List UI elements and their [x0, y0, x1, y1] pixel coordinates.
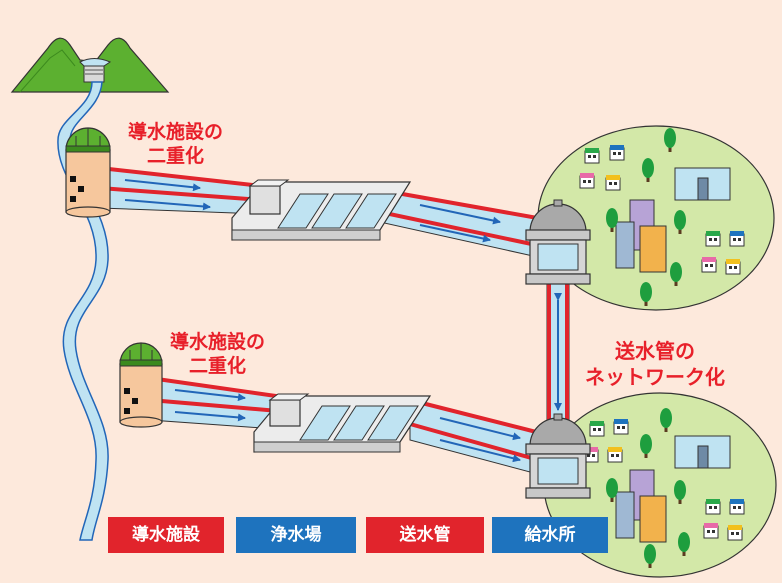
legend-treatment: 浄水場 — [236, 517, 356, 553]
network-line1: 送水管の — [615, 339, 695, 363]
lower-intake-tower — [119, 342, 163, 428]
upper-dual-intake-label: 導水施設の 二重化 — [128, 120, 223, 168]
legend-transmission: 送水管 — [366, 517, 484, 553]
upper-distribution-station — [525, 199, 591, 285]
mountain-dam — [10, 37, 170, 93]
lower-dual-intake-line1: 導水施設の — [170, 331, 266, 353]
network-label: 送水管の ネットワーク化 — [585, 338, 725, 390]
network-pipe — [546, 279, 570, 431]
legend-intake: 導水施設 — [108, 517, 224, 553]
upper-dual-intake-line2: 二重化 — [147, 145, 205, 167]
upper-intake-pipe — [99, 166, 263, 215]
upper-intake-tower — [65, 127, 111, 218]
upper-treatment-plant — [231, 179, 412, 241]
lower-dual-intake-line2: 二重化 — [189, 355, 247, 377]
upper-dual-intake-line1: 導水施設の — [128, 121, 224, 143]
network-line2: ネットワーク化 — [585, 365, 725, 389]
river — [57, 81, 109, 541]
lower-treatment-plant — [253, 393, 432, 453]
legend-distribution: 給水所 — [492, 517, 608, 553]
lower-dual-intake-label: 導水施設の 二重化 — [170, 330, 265, 378]
upper-town — [537, 125, 775, 311]
lower-distribution-station — [525, 413, 591, 499]
